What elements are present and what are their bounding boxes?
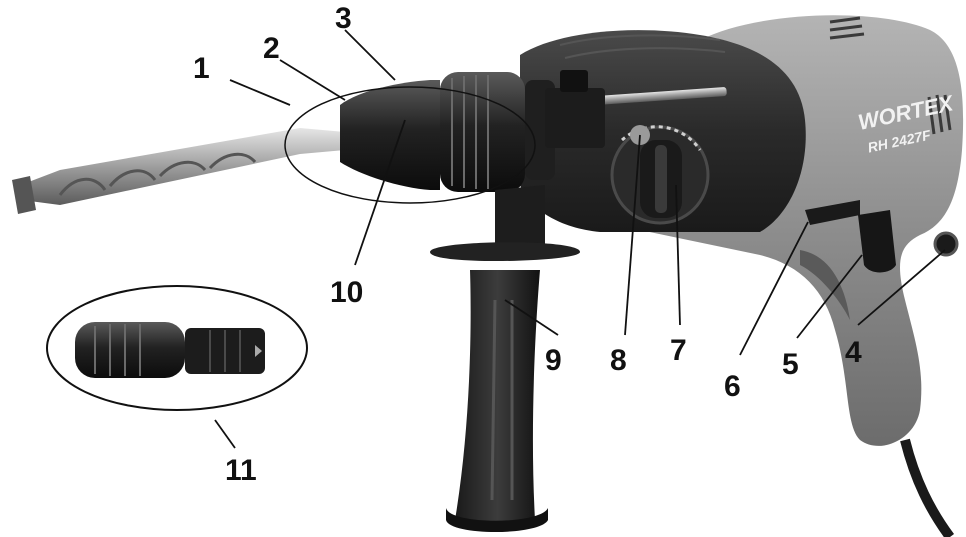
- trigger: [858, 210, 896, 273]
- sds-chuck: [340, 72, 555, 192]
- chuck-highlight-ellipse: [284, 86, 536, 204]
- power-cord: [900, 438, 955, 537]
- leader-4: [857, 249, 946, 326]
- leader-7: [675, 184, 681, 326]
- leader-5: [796, 254, 863, 339]
- inset-chuck: [46, 285, 308, 411]
- callout-3: 3: [335, 2, 352, 35]
- callout-2: 2: [263, 32, 280, 65]
- leader-8: [624, 134, 641, 336]
- reverse-switch: [933, 231, 959, 257]
- leader-11: [214, 419, 236, 449]
- leader-2: [279, 59, 346, 101]
- lock-button: [805, 200, 860, 225]
- top-ridges: [559, 34, 726, 59]
- callout-labels: 1 2 3 4 5 6 7 8 9 10 11: [193, 2, 862, 487]
- callout-1: 1: [193, 52, 210, 85]
- side-handle: [430, 185, 580, 532]
- handle-opening: [800, 250, 850, 320]
- leader-6: [739, 221, 809, 356]
- callout-11: 11: [225, 454, 257, 487]
- leader-3: [344, 29, 396, 81]
- leader-1: [229, 79, 291, 106]
- callout-6: 6: [724, 370, 741, 403]
- leader-lines: [214, 29, 946, 449]
- callout-10: 10: [330, 276, 363, 309]
- callout-7: 7: [670, 334, 687, 367]
- depth-stop-clamp: [545, 70, 605, 148]
- callout-5: 5: [782, 348, 799, 381]
- drill-bit: [12, 128, 345, 214]
- leader-9: [504, 299, 559, 336]
- callout-8: 8: [610, 344, 627, 377]
- vent-slots: [829, 16, 952, 135]
- leader-10: [354, 119, 406, 266]
- mode-selector: [610, 125, 710, 225]
- callout-4: 4: [845, 336, 862, 369]
- callout-9: 9: [545, 344, 562, 377]
